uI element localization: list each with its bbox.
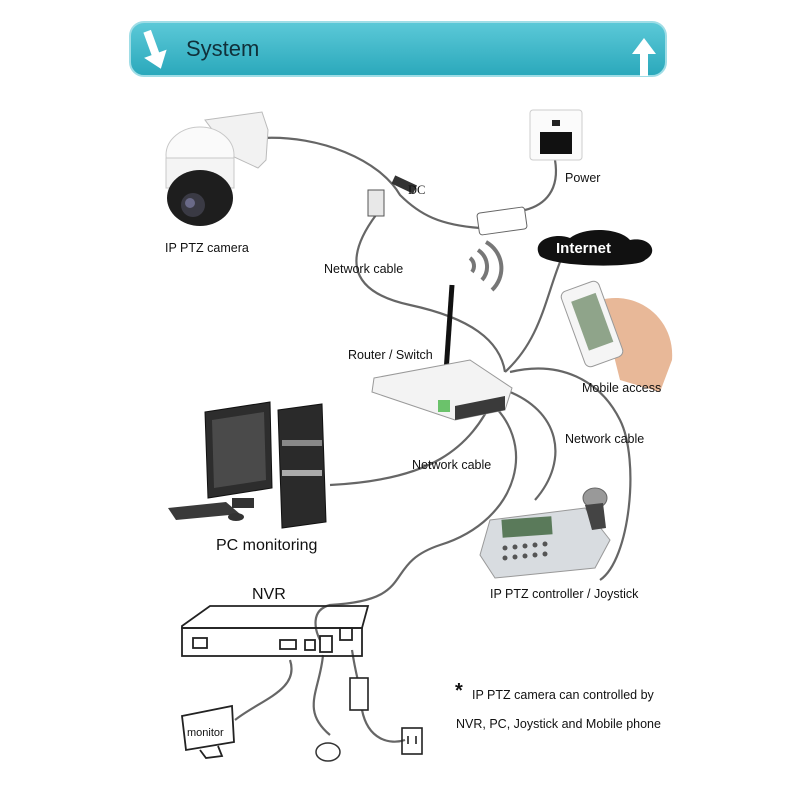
up-arrow-icon	[632, 38, 656, 76]
monitor	[181, 704, 235, 759]
note-star: *	[455, 680, 463, 702]
mobile-cable	[509, 367, 632, 581]
pc-label: PC monitoring	[216, 537, 318, 554]
smartphone	[560, 280, 673, 392]
wifi-signal-icon	[468, 240, 504, 292]
nvr-power-adapter	[349, 677, 369, 711]
mouse	[315, 742, 341, 762]
joystick-cable	[504, 388, 557, 501]
dc-label: DC	[408, 183, 426, 197]
network-cable-label-right: Network cable	[565, 432, 645, 446]
note-line-2: NVR, PC, Joystick and Mobile phone	[456, 717, 661, 731]
power-label: Power	[565, 171, 601, 185]
mouse-cable	[312, 654, 331, 736]
system-banner: System	[129, 21, 667, 77]
note-line-1: IP PTZ camera can controlled by	[472, 688, 654, 702]
network-cable-label-mid: Network cable	[412, 458, 492, 472]
power-socket	[529, 109, 583, 161]
cables	[234, 136, 632, 743]
wall-plug	[401, 727, 423, 755]
dc-connector	[391, 175, 417, 194]
rj45-connector	[367, 189, 385, 217]
monitor-label: monitor	[187, 727, 224, 739]
mobile-label: Mobile access	[582, 381, 662, 395]
internet-label: Internet	[556, 240, 612, 257]
network-cable-top	[355, 214, 507, 373]
banner-title: System	[186, 36, 259, 61]
internet-cloud	[537, 229, 653, 266]
nvr-cable	[314, 397, 518, 641]
plug-cable	[360, 709, 406, 743]
router	[371, 284, 513, 421]
camera-cable	[261, 136, 481, 230]
power-adapter	[476, 206, 528, 236]
pc	[168, 401, 327, 529]
power-cable	[524, 159, 558, 212]
router-label: Router / Switch	[348, 348, 433, 362]
joystick-controller	[479, 487, 611, 579]
nvr	[181, 605, 370, 657]
monitor-cable	[234, 659, 293, 721]
camera-label: IP PTZ camera	[165, 241, 249, 255]
internet-cable	[504, 261, 562, 373]
network-cable-label-top: Network cable	[324, 262, 404, 276]
down-arrow-icon	[143, 29, 167, 69]
joystick-label: IP PTZ controller / Joystick	[490, 587, 639, 601]
nvr-label: NVR	[252, 586, 286, 603]
ptz-camera	[165, 111, 269, 226]
